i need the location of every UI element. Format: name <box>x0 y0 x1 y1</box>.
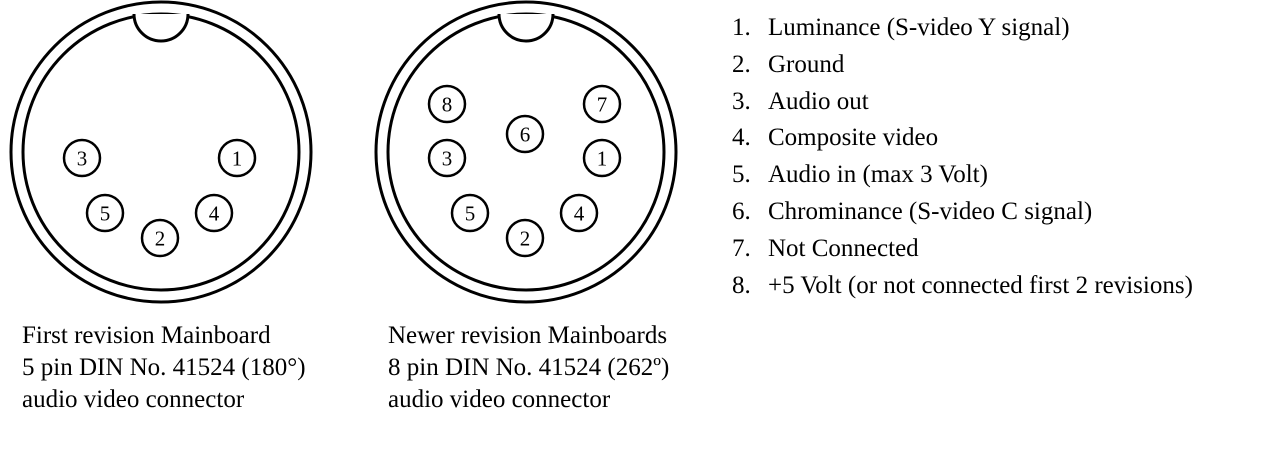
connector-outer-ring <box>374 0 678 304</box>
pin-5: 5 <box>85 193 125 233</box>
svg-text:2: 2 <box>520 227 531 251</box>
legend-text: Ground <box>768 50 845 78</box>
legend-number: 7. <box>732 234 751 262</box>
legend-number: 4. <box>732 124 751 152</box>
legend-number: 1. <box>732 14 751 41</box>
legend-item: 7. Not Connected <box>732 231 1193 268</box>
caption-line: 5 pin DIN No. 41524 (180°) <box>22 354 306 381</box>
legend-item: 4. Composite video <box>732 120 1193 157</box>
legend-number: 6. <box>732 197 751 225</box>
caption-line: Newer revision Mainboards <box>388 322 668 349</box>
pin-2: 2 <box>505 218 545 258</box>
connector-5pin: 1 2 3 4 5 <box>9 0 313 304</box>
caption-line: audio video connector <box>22 386 245 413</box>
svg-text:2: 2 <box>155 227 166 251</box>
pin-1: 1 <box>217 138 257 178</box>
caption-line: audio video connector <box>388 386 611 413</box>
connector-8pin: 1 2 3 4 5 6 7 8 <box>374 0 678 304</box>
connector-caption-8pin: Newer revision Mainboards 8 pin DIN No. … <box>388 320 669 416</box>
svg-text:1: 1 <box>232 147 243 171</box>
pin-6: 6 <box>505 114 545 154</box>
pin-2: 2 <box>140 218 180 258</box>
connector-caption-5pin: First revision Mainboard 5 pin DIN No. 4… <box>22 320 306 416</box>
legend-text: Not Connected <box>768 234 919 262</box>
legend-text: +5 Volt (or not connected first 2 revisi… <box>768 271 1193 299</box>
caption-line: 8 pin DIN No. 41524 (262º) <box>388 354 670 381</box>
legend-item: 1. Luminance (S-video Y signal) <box>732 10 1193 47</box>
svg-text:5: 5 <box>465 202 476 226</box>
caption-line: First revision Mainboard <box>22 322 271 349</box>
connector-key-notch <box>497 13 555 43</box>
pin-4: 4 <box>559 193 599 233</box>
pin-8: 8 <box>427 84 467 124</box>
legend-number: 8. <box>732 271 751 299</box>
svg-text:7: 7 <box>597 93 608 117</box>
pin-1: 1 <box>582 138 622 178</box>
legend-number: 3. <box>732 87 751 115</box>
legend-number: 2. <box>732 50 751 78</box>
legend-number: 5. <box>732 161 751 189</box>
pin-4: 4 <box>194 193 234 233</box>
svg-text:3: 3 <box>442 147 453 171</box>
pin-7: 7 <box>582 84 622 124</box>
svg-text:8: 8 <box>442 93 453 117</box>
legend-text: Composite video <box>768 124 939 152</box>
connector-outer-ring <box>9 0 313 304</box>
pin-legend: 1.Luminance (S-video Y signal) 2.Ground … <box>732 10 1193 304</box>
legend-item: 2. Ground <box>732 47 1193 84</box>
svg-text:3: 3 <box>77 147 88 171</box>
svg-text:5: 5 <box>100 202 111 226</box>
svg-text:1: 1 <box>597 147 608 171</box>
legend-item: 6. Chrominance (S-video C signal) <box>732 194 1193 231</box>
connector-key-notch <box>132 13 190 43</box>
svg-text:4: 4 <box>209 202 220 226</box>
legend-item: 5. Audio in (max 3 Volt) <box>732 157 1193 194</box>
svg-text:4: 4 <box>574 202 585 226</box>
legend-item: 8. +5 Volt (or not connected first 2 revi… <box>732 268 1193 305</box>
legend-text: Chrominance (S-video C signal) <box>768 197 1093 225</box>
pin-3: 3 <box>427 138 467 178</box>
svg-text:6: 6 <box>520 123 531 147</box>
legend-text: Luminance (S-video Y signal) <box>768 14 1070 41</box>
legend-text: Audio in (max 3 Volt) <box>768 161 988 189</box>
legend-text: Audio out <box>768 87 869 115</box>
legend-item: 3. Audio out <box>732 84 1193 121</box>
pin-5: 5 <box>450 193 490 233</box>
pin-3: 3 <box>62 138 102 178</box>
